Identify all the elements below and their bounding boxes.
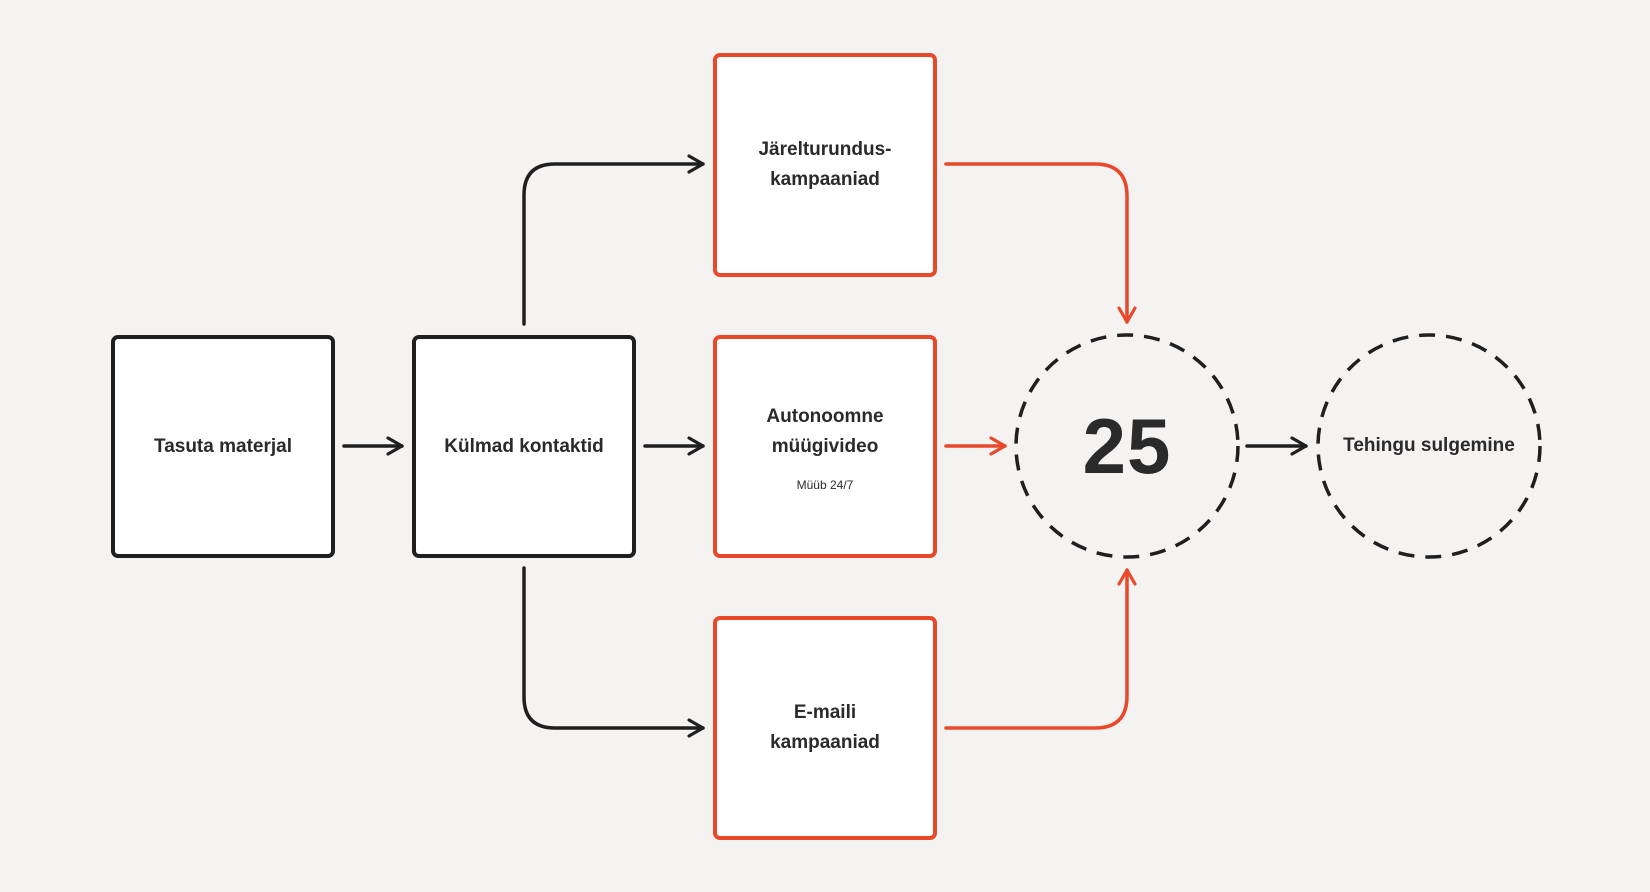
arrow-contacts-to-retargeting <box>522 154 705 326</box>
node-free-material-label: Tasuta materjal <box>154 435 292 457</box>
node-cold-contacts: Külmad kontaktid <box>412 335 636 558</box>
node-sales-video-sublabel: Müüb 24/7 <box>796 477 854 492</box>
hub-value: 25 <box>1082 401 1172 490</box>
arrow-contacts-to-email <box>522 566 705 738</box>
node-email-label: E-maili kampaaniad <box>770 702 880 753</box>
arrow-email-to-hub <box>944 568 1137 730</box>
hub-node: 25 <box>1016 335 1238 557</box>
node-cold-contacts-label: Külmad kontaktid <box>444 435 604 457</box>
hub-circle <box>1014 333 1240 559</box>
node-email: E-maili kampaaniad <box>713 616 937 840</box>
node-retargeting-label: Järelturundus-kampaaniad <box>758 139 892 190</box>
node-closing: Tehingu sulgemine <box>1318 335 1540 557</box>
node-retargeting: Järelturundus-kampaaniad <box>713 53 937 277</box>
arrow-retargeting-to-hub <box>944 162 1137 324</box>
closing-circle <box>1316 333 1542 559</box>
node-free-material: Tasuta materjal <box>111 335 335 558</box>
node-closing-label: Tehingu sulgemine <box>1343 435 1515 456</box>
node-sales-video: Autonoomne müügivideo Müüb 24/7 <box>713 335 937 558</box>
node-sales-video-label: Autonoomne müügivideo <box>766 405 884 457</box>
